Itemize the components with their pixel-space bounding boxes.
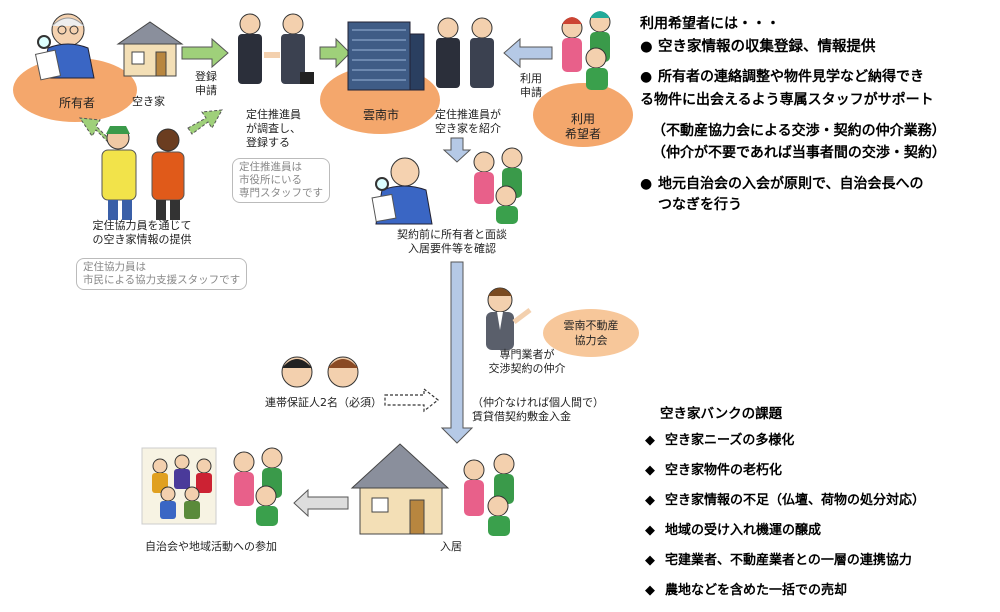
- no-agent-caption: （仲介なければ個人間で） 賃貸借契約敷金入金: [472, 396, 604, 423]
- users-item: ●空き家情報の収集登録、情報提供: [640, 39, 876, 55]
- meeting-caption: 契約前に所有者と面談 入居要件等を確認: [397, 228, 507, 255]
- applicant-label: 利用 希望者: [564, 112, 601, 141]
- issue-item: ◆農地などを含めた一括での売却: [645, 583, 848, 598]
- grey-arrow-to-community: [293, 488, 349, 518]
- issue-item: ◆宅建業者、不動産業者との一層の連携協力: [645, 553, 912, 568]
- coop-note: 定住協力員は 市民による協力支援スタッフです: [76, 258, 248, 290]
- movein-family-illustration: [463, 453, 515, 536]
- bullet-marker: ●: [640, 39, 653, 55]
- green-dashed-arrow-to-owner: [78, 117, 109, 144]
- promoter-intro-illustration: [436, 17, 494, 88]
- cooperators-illustration: [101, 126, 185, 220]
- house-illustration-large: [350, 443, 450, 535]
- community-family-illustration: [233, 447, 283, 526]
- meeting-owner-illustration: [371, 157, 433, 225]
- issue-item: ◆空き家情報の不足（仏壇、荷物の処分対応）: [645, 493, 926, 508]
- users-item-continuation: つなぎを行う: [658, 197, 742, 213]
- promoter-handshake-illustration: [238, 13, 314, 84]
- agent-illustration: [486, 287, 532, 350]
- promoter-survey-caption: 定住推進員 が調査し、 登録する: [246, 108, 301, 149]
- agent-caption: 専門業者が 交渉契約の仲介: [488, 348, 566, 375]
- meeting-family-illustration: [473, 147, 523, 224]
- applicant-family-illustration: [561, 11, 611, 90]
- issues-panel-title: 空き家バンクの課題: [660, 406, 783, 422]
- users-panel-title: 利用希望者には・・・: [640, 16, 780, 32]
- city-label: 雲南市: [362, 108, 399, 122]
- realtors-label: 雲南不動産 協力会: [563, 319, 619, 347]
- owner-label: 所有者: [58, 96, 95, 110]
- issue-item: ◆空き家ニーズの多様化: [645, 433, 795, 448]
- realtors-ellipse: [543, 309, 639, 357]
- green-dashed-arrow-to-promoter: [187, 109, 223, 135]
- issues-panel-list: ◆空き家ニーズの多様化 ◆空き家物件の老朽化 ◆空き家情報の不足（仏壇、荷物の処…: [645, 432, 925, 612]
- community-meeting-illustration: [141, 447, 217, 525]
- users-panel-list: ●空き家情報の収集登録、情報提供: [640, 38, 998, 63]
- users-item-sub: （不動産協力会による交渉・契約の仲介業務）: [652, 123, 946, 139]
- blue-arrow-down-long: [440, 261, 474, 444]
- house-illustration-small: [116, 21, 184, 77]
- users-item-continuation: る物件に出会えるよう専属スタッフがサポート: [640, 92, 934, 108]
- green-arrow-to-city: [319, 37, 351, 69]
- users-item: ●所有者の連絡調整や物件見学など納得でき: [640, 69, 924, 85]
- guarantors-caption: 連帯保証人2名（必須）: [265, 396, 382, 409]
- city-hall-building-illustration: [347, 21, 425, 91]
- promoter-note: 定住推進員は 市役所にいる 専門スタッフです: [232, 158, 330, 203]
- dashed-arrow-guarantors: [384, 387, 439, 413]
- vacant-house-label: 空き家: [132, 95, 165, 108]
- users-item-sub: （仲介が不要であれば当事者間の交渉・契約）: [652, 145, 946, 161]
- community-caption: 自治会や地域活動への参加: [145, 540, 277, 553]
- owner-illustration: [34, 13, 95, 81]
- move-in-caption: 入居: [440, 540, 462, 553]
- guarantor-faces-illustration: [281, 356, 359, 388]
- applicant-ellipse: [533, 83, 633, 147]
- issue-item: ◆空き家物件の老朽化: [645, 463, 783, 478]
- use-apply-arrow-label: 利用 申請: [520, 72, 542, 99]
- blue-arrow-down-1: [442, 137, 472, 163]
- register-arrow-label: 登録 申請: [195, 70, 217, 97]
- issue-item: ◆地域の受け入れ機運の醸成: [645, 523, 822, 538]
- blue-arrow-use-apply: [503, 37, 553, 69]
- green-arrow-register: [181, 37, 229, 69]
- promoter-intro-caption: 定住推進員が 空き家を紹介: [435, 108, 501, 135]
- coop-info-caption: 定住協力員を通じて の空き家情報の提供: [92, 219, 192, 246]
- users-item: ●地元自治会の入会が原則で、自治会長への: [640, 176, 924, 192]
- flow-diagram: [13, 11, 639, 536]
